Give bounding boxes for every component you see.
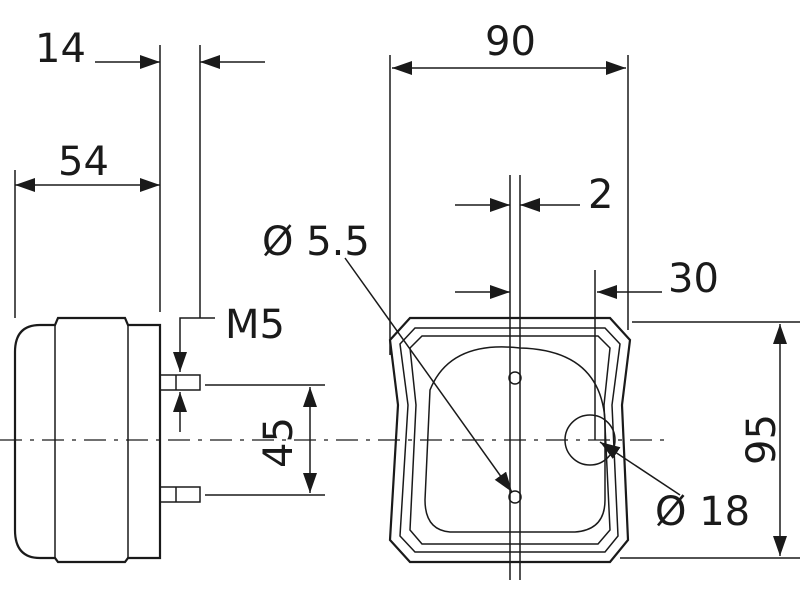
thread-label: M5: [225, 302, 285, 348]
lamp-body-side: [13, 316, 162, 564]
dim-cable-diameter: Ø 18: [655, 489, 750, 535]
dim-height: 95: [739, 414, 785, 465]
side-view: 14 54 M5 45: [13, 26, 325, 564]
mounting-hole-top: [508, 371, 522, 385]
dim-cable-offset: 30: [668, 256, 719, 302]
dim-offset: 2: [588, 172, 613, 218]
mounting-pin-bottom: [159, 486, 201, 503]
dim-pin-spacing: 45: [256, 417, 302, 468]
dim-hole-diameter: Ø 5.5: [262, 219, 370, 265]
mounting-hole-bottom: [508, 490, 522, 504]
lens-outline: [424, 346, 606, 533]
lamp-body-front: [388, 316, 632, 564]
mounting-pin-top: [159, 374, 201, 391]
dim-pin-length: 14: [35, 26, 86, 72]
cable-entry: [564, 414, 616, 466]
dim-depth: 54: [58, 139, 109, 185]
front-view: 90 2 30 Ø 5.5 95 Ø 18: [262, 19, 800, 580]
dim-width: 90: [485, 19, 536, 65]
